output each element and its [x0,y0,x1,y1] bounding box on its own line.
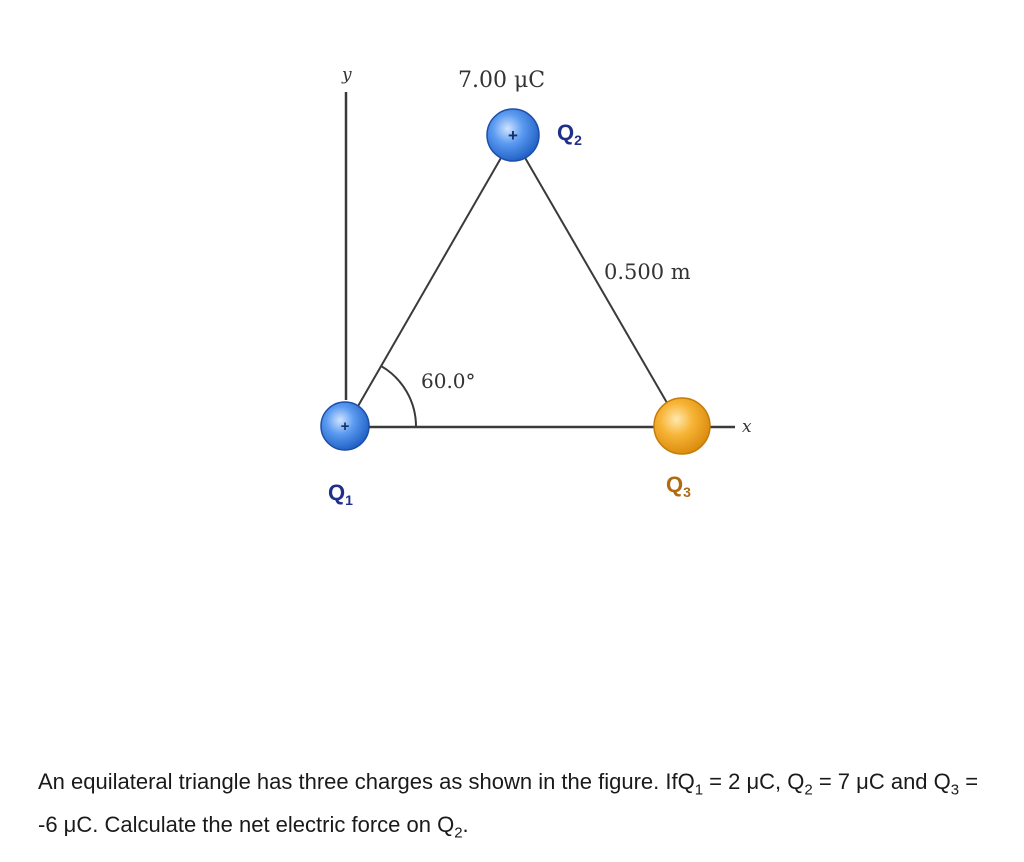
q1-plus-sign: + [341,418,350,435]
angle-arc [380,365,418,428]
q2-charge: + [486,108,540,162]
side-q1-q2 [345,136,514,428]
y-axis-label: y [341,65,352,85]
q1-label: Q1 [328,480,353,508]
q3-charge [653,397,711,455]
x-axis-label: x [742,417,752,437]
question-text: An equilateral triangle has three charge… [38,769,979,842]
q3-label: Q3 [666,472,691,500]
side-q2-q3 [512,136,682,428]
distance-label: 0.500 m [604,260,691,284]
charge-triangle-diagram: y x 60.0° 0.500 m 7.00 μC + + Q1 Q2 Q3 [320,65,752,508]
q1-charge: + [320,401,370,451]
q2-label: Q2 [557,120,582,148]
angle-label: 60.0° [421,369,476,393]
q2-plus-sign: + [508,126,518,145]
q2-charge-value: 7.00 μC [458,68,545,93]
